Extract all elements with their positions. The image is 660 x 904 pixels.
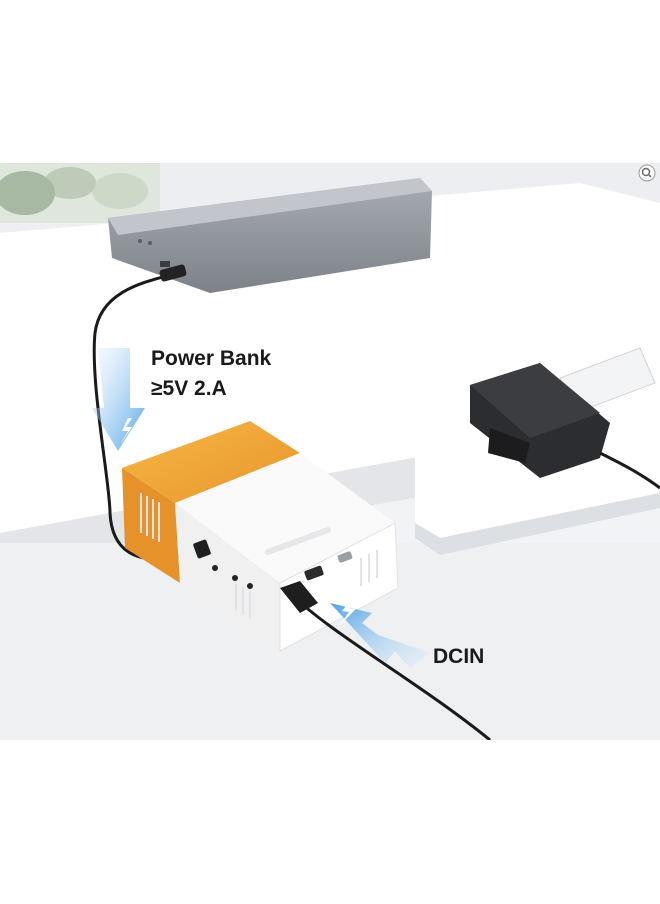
lightning-bolt-icon xyxy=(340,601,356,625)
power-bank-spec: ≥5V 2.A xyxy=(151,377,227,400)
power-adapter xyxy=(470,363,610,478)
product-photo xyxy=(0,163,660,740)
power-bank xyxy=(108,178,432,293)
power-bank-title: Power Bank xyxy=(151,347,272,370)
power-arrow xyxy=(92,348,145,451)
usb-cable xyxy=(92,273,206,561)
lightning-bolt-icon xyxy=(120,418,132,445)
zoom-icon[interactable] xyxy=(638,164,656,182)
projector xyxy=(122,421,399,652)
power-bank-label: Power Bank ≥5V 2.A xyxy=(151,344,271,404)
background-plant xyxy=(0,163,160,223)
adapter-cable xyxy=(599,451,660,490)
dc-in-label: DCIN xyxy=(433,645,485,668)
dc-arrow xyxy=(330,603,430,668)
